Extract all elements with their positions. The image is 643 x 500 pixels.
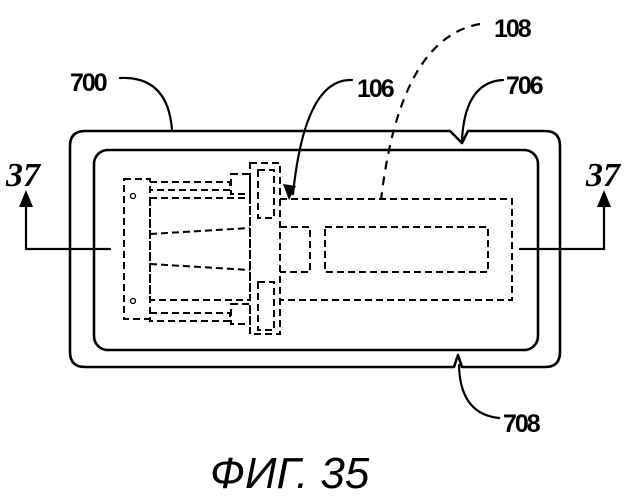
figure-caption: ФИГ. 35 [210,449,370,498]
screw-hole-bottom [129,297,137,305]
leader-706 [460,78,505,142]
leader-108 [379,22,481,201]
screw-hole-top [129,192,137,200]
device-106-dashed [123,162,513,335]
leader-708 [457,363,501,420]
ref-label-108: 108 [494,15,532,43]
leader-106 [291,78,354,196]
leader-700 [118,76,174,132]
section-label-left: 37 [5,157,42,194]
ref-label-706: 706 [506,72,543,100]
section-line-left [19,190,112,251]
ref-label-106: 106 [357,75,394,103]
section-line-right [518,190,611,251]
ref-label-700: 700 [70,69,107,97]
section-label-right: 37 [585,157,622,194]
arrow-up-icon [597,190,611,207]
ref-label-708: 708 [503,410,541,438]
arrow-down-icon [283,184,296,200]
arrow-up-icon [19,190,33,207]
outer-housing-700 [68,129,562,369]
